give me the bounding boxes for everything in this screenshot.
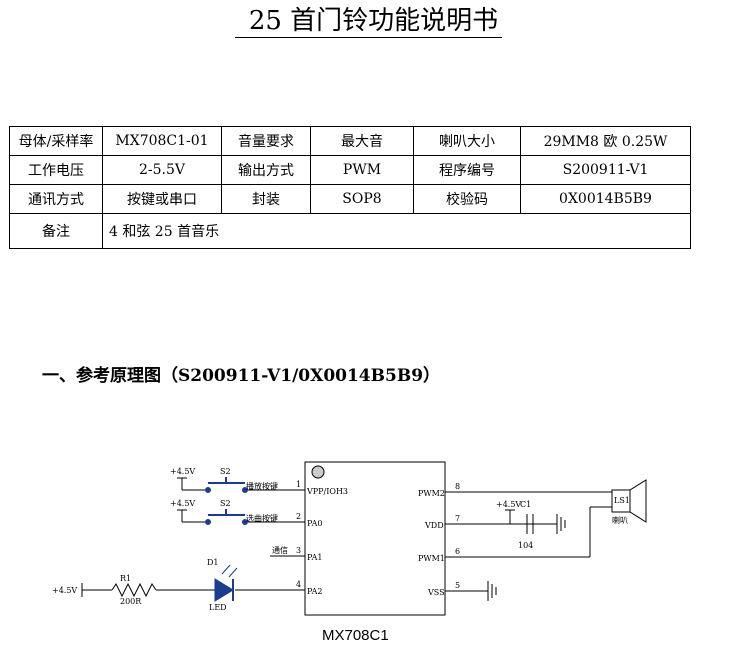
document-title: 25 首门铃功能说明书 xyxy=(0,6,737,38)
pin-num: 8 xyxy=(455,482,460,491)
speaker-ref: LS1 xyxy=(614,496,630,505)
supply-label: +4.5V xyxy=(170,467,195,476)
ic-pin1-marker xyxy=(311,465,325,479)
switch-ref: S2 xyxy=(220,499,231,508)
table-cell: 封装 xyxy=(221,184,311,214)
resistor-value: 200R xyxy=(120,597,142,606)
table-cell: 输出方式 xyxy=(221,155,311,185)
pin-name: VSS xyxy=(427,588,445,597)
pin-num: 7 xyxy=(455,514,460,523)
pin-name: VDD xyxy=(424,521,444,530)
pin-num: 3 xyxy=(296,546,301,555)
table-cell: 母体/采样率 xyxy=(9,126,103,156)
switch-label: 选曲按键 xyxy=(246,513,278,523)
pin-name: PA2 xyxy=(307,587,323,596)
table-row: 工作电压 2-5.5V 输出方式 PWM 程序编号 S200911-V1 xyxy=(9,155,691,185)
table-cell: S200911-V1 xyxy=(520,155,691,185)
ic-name: MX708C1 xyxy=(322,627,389,644)
pin-name: PWM2 xyxy=(418,489,445,498)
table-cell: PWM xyxy=(310,155,414,185)
supply-label: +4.5V xyxy=(52,586,77,595)
note-label: 备注 xyxy=(9,213,103,249)
pin-name: PWM1 xyxy=(418,554,445,563)
switch-label: 播放按键 xyxy=(246,481,278,491)
table-cell: MX708C1-01 xyxy=(102,126,222,156)
table-cell: 程序编号 xyxy=(413,155,521,185)
switch-ref: S2 xyxy=(220,467,231,476)
supply-label: +4.5V xyxy=(170,499,195,508)
spec-table: 母体/采样率 MX708C1-01 音量要求 最大音 喇叭大小 29MM8 欧 … xyxy=(9,126,691,249)
section-heading: 一、参考原理图（S200911-V1/0X0014B5B9） xyxy=(42,366,441,386)
pin-num: 1 xyxy=(296,480,301,489)
pin-name: PA1 xyxy=(307,553,323,562)
pin-name: VPP/IOH3 xyxy=(306,487,348,496)
cap-value: 104 xyxy=(518,541,533,550)
comm-label: 通信 xyxy=(272,545,288,555)
table-cell: SOP8 xyxy=(310,184,414,214)
resistor-ref: R1 xyxy=(120,574,131,583)
table-cell: 喇叭大小 xyxy=(413,126,521,156)
ic-body xyxy=(304,461,446,616)
table-row-note: 备注 4 和弦 25 首音乐 xyxy=(9,213,691,249)
table-cell: 工作电压 xyxy=(9,155,103,185)
table-cell: 最大音 xyxy=(310,126,414,156)
pin-num: 2 xyxy=(296,512,301,521)
led-ref: D1 xyxy=(207,558,219,567)
table-cell: 0X0014B5B9 xyxy=(520,184,691,214)
pin-name: PA0 xyxy=(307,519,323,528)
pin-num: 4 xyxy=(296,580,301,589)
table-row: 通讯方式 按键或串口 封装 SOP8 校验码 0X0014B5B9 xyxy=(9,184,691,214)
table-cell: 29MM8 欧 0.25W xyxy=(520,126,691,156)
table-cell: 2-5.5V xyxy=(102,155,222,185)
table-cell: 校验码 xyxy=(413,184,521,214)
schematic-diagram: 1 VPP/IOH3 2 PA0 3 PA1 4 PA2 8 PWM2 7 VD… xyxy=(52,461,647,644)
document-title-text: 25 首门铃功能说明书 xyxy=(234,6,503,38)
led-label: LED xyxy=(209,603,227,612)
led-icon xyxy=(214,578,234,602)
table-row: 母体/采样率 MX708C1-01 音量要求 最大音 喇叭大小 29MM8 欧 … xyxy=(9,126,691,156)
speaker-label: 喇叭 xyxy=(612,515,628,525)
table-cell: 音量要求 xyxy=(221,126,311,156)
pin-num: 5 xyxy=(455,581,460,590)
table-cell: 通讯方式 xyxy=(9,184,103,214)
supply-label: +4.5V xyxy=(496,500,521,509)
pin-num: 6 xyxy=(455,547,460,556)
cap-ref: C1 xyxy=(520,500,531,509)
table-cell: 按键或串口 xyxy=(102,184,222,214)
note-value: 4 和弦 25 首音乐 xyxy=(102,213,691,249)
